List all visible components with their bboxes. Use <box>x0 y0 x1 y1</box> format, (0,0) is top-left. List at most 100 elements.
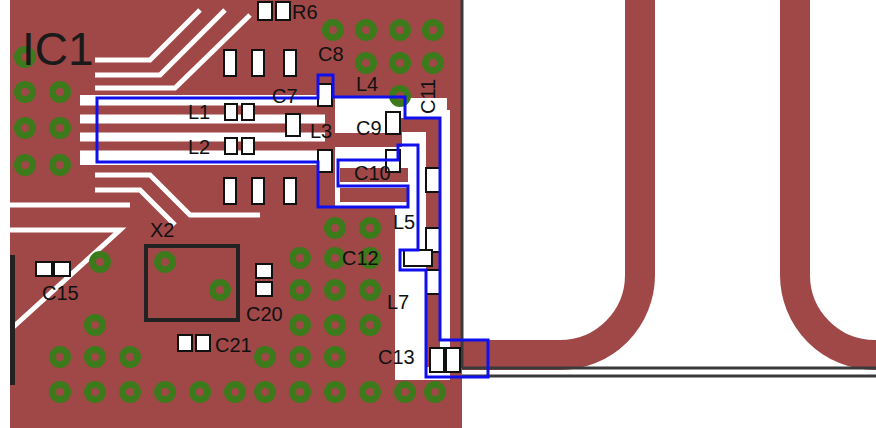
via-hole <box>396 26 404 34</box>
via-ring <box>359 217 381 239</box>
part-designator: C20 <box>246 304 283 324</box>
rf-region-outline <box>97 75 488 377</box>
via-ring <box>89 251 111 273</box>
via-hole <box>261 388 269 396</box>
via-hole <box>216 286 224 294</box>
via-hole <box>331 286 339 294</box>
via-ring <box>289 279 311 301</box>
via-hole <box>56 161 64 169</box>
via-hole <box>126 353 134 361</box>
part-designator: C10 <box>354 163 391 183</box>
via-ring <box>49 117 71 139</box>
via-hole <box>296 321 304 329</box>
via-hole <box>96 258 104 266</box>
part-designator: L2 <box>188 137 210 157</box>
via-ring <box>189 381 211 403</box>
via-hole <box>91 321 99 329</box>
via-hole <box>429 26 437 34</box>
via-hole <box>362 59 370 67</box>
via-ring <box>49 381 71 403</box>
antenna-trace <box>455 0 876 355</box>
via-ring <box>359 381 381 403</box>
part-designator: L5 <box>393 212 415 232</box>
via-ring <box>84 381 106 403</box>
part-designator: L4 <box>356 74 378 94</box>
copper-pour <box>10 0 462 428</box>
via-hole <box>431 388 439 396</box>
via-ring <box>422 19 444 41</box>
via-ring <box>324 381 346 403</box>
via-hole <box>56 388 64 396</box>
part-designator: R6 <box>292 2 318 22</box>
part-designator: C12 <box>342 248 379 268</box>
via-hole <box>161 388 169 396</box>
via-hole <box>331 321 339 329</box>
board-outline <box>462 0 876 376</box>
via-ring <box>324 314 346 336</box>
via-ring <box>49 154 71 176</box>
connector-outline <box>10 255 15 385</box>
via-ring <box>254 346 276 368</box>
via-ring <box>324 217 346 239</box>
via-hole <box>331 388 339 396</box>
part-designator: L7 <box>387 292 409 312</box>
via-ring <box>84 346 106 368</box>
ic-designator: IC1 <box>22 26 94 72</box>
part-designator: C9 <box>356 118 382 138</box>
via-ring <box>324 346 346 368</box>
via-hole <box>366 321 374 329</box>
via-ring <box>355 19 377 41</box>
via-ring <box>14 154 36 176</box>
via-hole <box>21 124 29 132</box>
via-ring <box>289 381 311 403</box>
via-hole <box>366 224 374 232</box>
via-hole <box>56 124 64 132</box>
via-hole <box>91 353 99 361</box>
via-hole <box>21 161 29 169</box>
via-hole <box>56 88 64 96</box>
via-ring <box>154 381 176 403</box>
via-ring <box>389 52 411 74</box>
via-hole <box>331 254 339 262</box>
part-designator: C11 <box>418 79 438 114</box>
via-hole <box>396 59 404 67</box>
via-ring <box>324 279 346 301</box>
via-hole <box>231 388 239 396</box>
via-ring <box>254 381 276 403</box>
via-hole <box>56 353 64 361</box>
via-ring <box>154 251 176 273</box>
via-ring <box>394 381 416 403</box>
via-ring <box>322 19 344 41</box>
via-ring <box>49 346 71 368</box>
via-ring <box>224 381 246 403</box>
via-ring <box>119 346 141 368</box>
via-ring <box>119 381 141 403</box>
part-designator: C8 <box>318 44 344 64</box>
part-designator: C13 <box>378 347 415 367</box>
via-ring <box>389 19 411 41</box>
via-hole <box>296 254 304 262</box>
part-designator: C21 <box>215 335 252 355</box>
via-hole <box>429 59 437 67</box>
via-ring <box>289 247 311 269</box>
crystal-outline <box>146 246 238 320</box>
via-ring <box>422 52 444 74</box>
via-group <box>14 19 446 403</box>
via-hole <box>126 388 134 396</box>
via-hole <box>329 26 337 34</box>
part-designator: X2 <box>150 220 174 240</box>
via-hole <box>21 88 29 96</box>
via-ring <box>14 117 36 139</box>
via-hole <box>366 286 374 294</box>
via-ring <box>359 314 381 336</box>
via-hole <box>296 353 304 361</box>
via-hole <box>261 353 269 361</box>
via-hole <box>331 224 339 232</box>
via-hole <box>331 353 339 361</box>
part-designator: L3 <box>310 121 332 141</box>
via-hole <box>91 388 99 396</box>
via-hole <box>362 26 370 34</box>
via-ring <box>424 381 446 403</box>
trace-clearance <box>10 10 260 330</box>
